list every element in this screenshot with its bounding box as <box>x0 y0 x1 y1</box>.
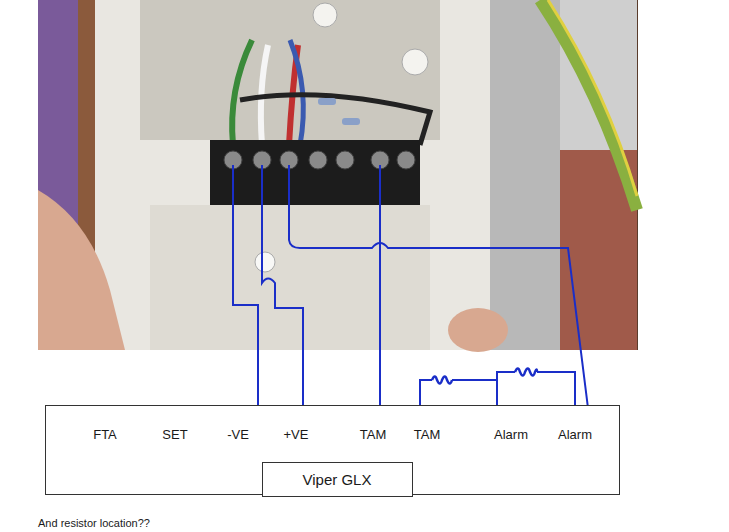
wire <box>379 165 381 424</box>
wire <box>233 165 258 424</box>
terminal-label: FTA <box>93 427 117 442</box>
note-text: And resistor location?? <box>38 517 150 529</box>
black-wire <box>240 95 430 145</box>
wire <box>262 165 303 424</box>
terminal-label: Alarm <box>558 427 592 442</box>
screw-boss <box>313 3 337 27</box>
resistor <box>342 118 360 125</box>
terminal-label: TAM <box>414 427 440 442</box>
terminal-block <box>210 140 420 205</box>
wire <box>289 165 590 424</box>
terminal-label: SET <box>162 427 187 442</box>
grey-cable <box>490 0 560 350</box>
terminal-label: Alarm <box>494 427 528 442</box>
screw-boss <box>402 49 428 75</box>
detector-housing <box>95 0 490 350</box>
thumb <box>448 308 508 352</box>
earth-wire <box>540 0 637 210</box>
light-background <box>560 0 637 150</box>
earth-wire-stripe <box>548 0 637 196</box>
panel-name: Viper GLX <box>303 471 372 488</box>
green-wire <box>232 40 252 145</box>
terminal-screw <box>397 151 415 169</box>
terminal-screw <box>309 151 327 169</box>
photo-background <box>38 0 638 350</box>
terminal-screw <box>336 151 354 169</box>
hand <box>38 190 125 350</box>
panel-name-box: Viper GLX <box>262 462 413 497</box>
control-panel-box: FTA SET -VE +VE TAM TAM Alarm AlarmViper GLX <box>45 405 620 495</box>
resistor-symbol <box>515 369 537 376</box>
terminal-label: -VE <box>227 427 249 442</box>
terminal-label: TAM <box>360 427 386 442</box>
terminal-label: +VE <box>284 427 309 442</box>
screw-boss <box>255 252 275 272</box>
resistor <box>318 98 336 105</box>
resistor-symbol <box>432 377 452 384</box>
